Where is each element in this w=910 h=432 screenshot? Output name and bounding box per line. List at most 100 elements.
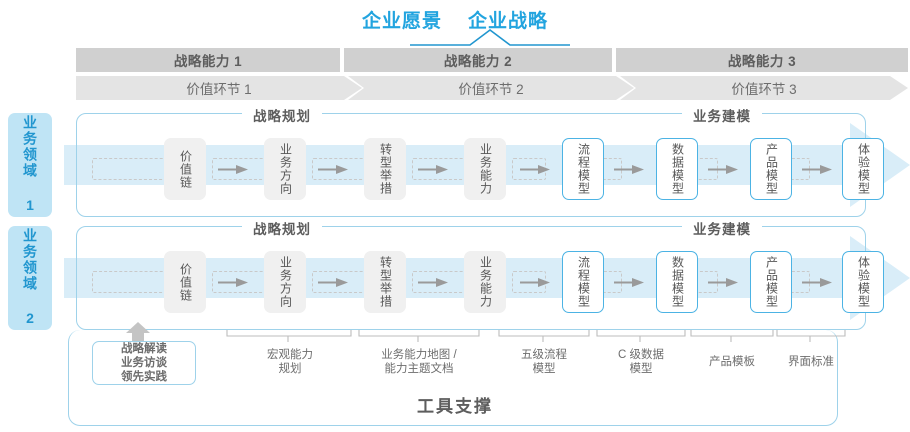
- arrow-right-icon: [520, 278, 550, 287]
- enterprise-vision-title: 企业愿景: [361, 11, 442, 32]
- bracket-icon: [498, 330, 590, 342]
- node-data-model-1[interactable]: 数据模型: [656, 138, 698, 200]
- node-label: 体验模型: [856, 256, 871, 308]
- node-label: 价值链: [178, 149, 193, 189]
- tool-item-five-level-process: 五级流程模型: [498, 348, 590, 376]
- domain-row-2: 战略规划 业务建模 价值链 业务方向 转型举措: [64, 218, 910, 330]
- node-value-chain-2[interactable]: 价值链: [164, 251, 206, 313]
- capability-band-2: 战略能力 2: [344, 48, 612, 72]
- node-transformation-measure-1[interactable]: 转型举措: [364, 138, 406, 200]
- arrow-right-icon: [614, 165, 644, 174]
- arrow-right-icon: [708, 165, 738, 174]
- arrow-right-icon: [520, 165, 550, 174]
- group-label-business-modeling-2: 业务建模: [682, 218, 762, 238]
- group-label-business-modeling-1: 业务建模: [682, 105, 762, 125]
- tool-item-macro-capability: 宏观能力规划: [234, 348, 346, 376]
- capability-band-1-label: 战略能力 1: [173, 54, 243, 69]
- node-label: 产品模型: [764, 143, 779, 195]
- bracket-icon: [358, 330, 480, 342]
- connector-peak-icon: [410, 29, 570, 46]
- tool-item-product-template: 产品模板: [690, 355, 774, 369]
- tool-support-container: [68, 330, 838, 426]
- node-business-capability-2[interactable]: 业务能力: [464, 251, 506, 313]
- arrow-right-icon: [802, 165, 832, 174]
- value-chain-band-2: 价值环节 2: [348, 76, 634, 100]
- track-segment: [92, 271, 166, 293]
- bracket-icon: [596, 330, 686, 342]
- group-label-strategy-planning-1: 战略规划: [242, 105, 322, 125]
- tool-item-label: 产品模板: [709, 356, 755, 368]
- node-label: 价值链: [178, 262, 193, 302]
- node-product-model-1[interactable]: 产品模型: [750, 138, 792, 200]
- enterprise-strategy-title: 企业战略: [468, 11, 549, 32]
- tool-item-label: 战略解读业务访谈领先实践: [121, 343, 167, 383]
- header-titles: 企业愿景 企业战略: [0, 6, 910, 33]
- arrow-right-icon: [802, 278, 832, 287]
- node-label: 产品模型: [764, 256, 779, 308]
- arrow-right-icon: [418, 278, 448, 287]
- bracket-icon: [226, 330, 352, 342]
- value-chain-band-1: 价值环节 1: [76, 76, 362, 100]
- tool-item-label: 宏观能力规划: [267, 349, 313, 375]
- capability-band-3-label: 战略能力 3: [727, 54, 797, 69]
- domain-1-label: 业务领域 1: [22, 115, 38, 215]
- chevron-shape-3-icon: [620, 76, 908, 100]
- arrow-right-icon: [418, 165, 448, 174]
- node-product-model-2[interactable]: 产品模型: [750, 251, 792, 313]
- node-label: 业务方向: [278, 256, 293, 308]
- track-segment: [92, 158, 166, 180]
- node-transformation-measure-2[interactable]: 转型举措: [364, 251, 406, 313]
- chevron-shape-1-icon: [76, 76, 362, 100]
- value-chain-band-2-label: 价值环节 2: [458, 82, 524, 97]
- capability-band-1: 战略能力 1: [76, 48, 340, 72]
- arrow-up-icon: [126, 322, 150, 344]
- tool-support-title: 工具支撑: [417, 397, 493, 416]
- node-label: 转型举措: [378, 143, 393, 195]
- node-process-model-2[interactable]: 流程模型: [562, 251, 604, 313]
- capability-band-3: 战略能力 3: [616, 48, 908, 72]
- chevron-shape-2-icon: [348, 76, 634, 100]
- tool-item-capability-map: 业务能力地图 /能力主题文档: [356, 348, 482, 376]
- node-value-chain-1[interactable]: 价值链: [164, 138, 206, 200]
- node-process-model-1[interactable]: 流程模型: [562, 138, 604, 200]
- tool-item-ui-standard: 界面标准: [776, 355, 846, 369]
- tool-item-strategy-interpretation[interactable]: 战略解读业务访谈领先实践: [92, 341, 196, 385]
- node-label: 业务方向: [278, 143, 293, 195]
- bracket-icon: [690, 330, 774, 342]
- arrow-right-icon: [218, 165, 248, 174]
- value-chain-band-1-label: 价值环节 1: [186, 82, 252, 97]
- tool-item-label: C 级数据模型: [618, 349, 664, 375]
- node-business-direction-1[interactable]: 业务方向: [264, 138, 306, 200]
- value-chain-band-3: 价值环节 3: [620, 76, 908, 100]
- domain-2-container: 战略规划 业务建模: [76, 218, 866, 330]
- node-experience-model-1[interactable]: 体验模型: [842, 138, 884, 200]
- arrow-right-icon: [318, 165, 348, 174]
- node-label: 流程模型: [576, 143, 591, 195]
- node-business-direction-2[interactable]: 业务方向: [264, 251, 306, 313]
- node-label: 数据模型: [670, 256, 685, 308]
- sidebar-item-domain-1[interactable]: 业务领域 1: [8, 113, 52, 217]
- node-label: 转型举措: [378, 256, 393, 308]
- node-label: 流程模型: [576, 256, 591, 308]
- node-label: 业务能力: [478, 256, 493, 308]
- sidebar-item-domain-2[interactable]: 业务领域 2: [8, 226, 52, 330]
- arrow-right-icon: [218, 278, 248, 287]
- tool-item-label: 业务能力地图 /能力主题文档: [381, 349, 457, 375]
- capability-band-row: 战略能力 1 战略能力 2 战略能力 3: [76, 48, 908, 72]
- arrow-right-icon: [708, 278, 738, 287]
- tool-item-label: 界面标准: [788, 356, 834, 368]
- node-data-model-2[interactable]: 数据模型: [656, 251, 698, 313]
- capability-band-2-label: 战略能力 2: [443, 54, 513, 69]
- node-business-capability-1[interactable]: 业务能力: [464, 138, 506, 200]
- node-label: 体验模型: [856, 143, 871, 195]
- node-label: 数据模型: [670, 143, 685, 195]
- domain-row-1: 战略规划 业务建模 价值链 业务方向 转型举措: [64, 105, 910, 217]
- value-chain-band-3-label: 价值环节 3: [731, 82, 797, 97]
- bracket-icon: [776, 330, 846, 342]
- group-label-strategy-planning-2: 战略规划: [242, 218, 322, 238]
- value-chain-band-row: 价值环节 1 价值环节 2 价值环节 3: [76, 76, 908, 100]
- domain-1-container: 战略规划 业务建模: [76, 105, 866, 217]
- arrow-right-icon: [614, 278, 644, 287]
- node-experience-model-2[interactable]: 体验模型: [842, 251, 884, 313]
